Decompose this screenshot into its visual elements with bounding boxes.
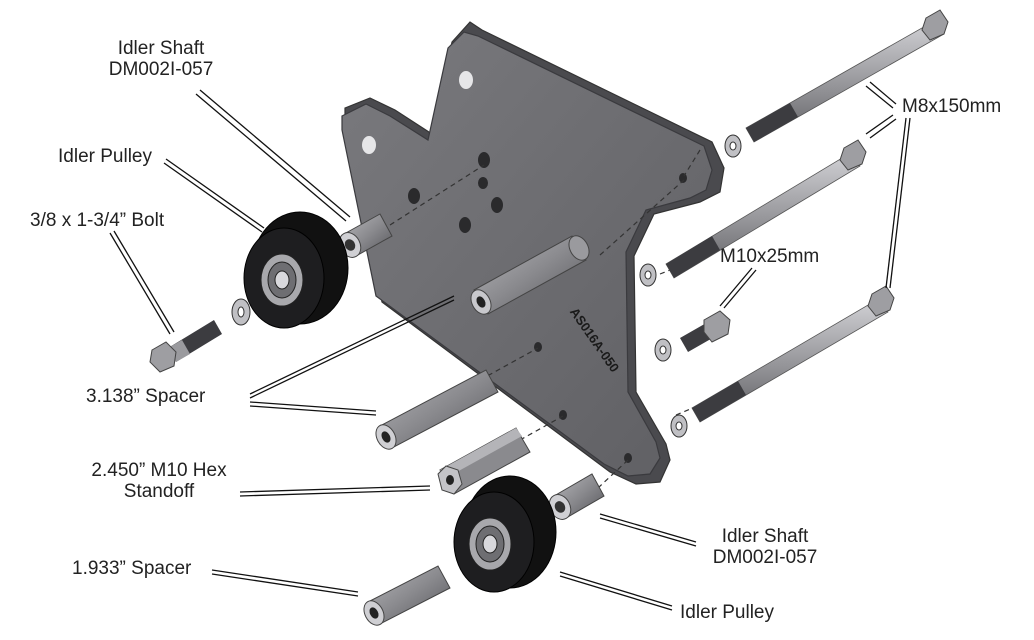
idler-shaft-top-label: Idler Shaft DM002I-057 bbox=[96, 38, 226, 80]
standoff-label-line2: Standoff bbox=[123, 481, 195, 502]
spacer-3138-label: 3.138” Spacer bbox=[86, 386, 206, 407]
spacer-on-plate bbox=[470, 235, 590, 315]
idler-shaft-bottom-label-part: DM002I-057 bbox=[712, 547, 818, 568]
m10x25-label: M10x25mm bbox=[720, 246, 820, 267]
idler-pulley-top-label: Idler Pulley bbox=[58, 146, 152, 167]
idler-pulley-bottom-label: Idler Pulley bbox=[680, 602, 774, 623]
spacer-1933-label: 1.933” Spacer bbox=[72, 558, 192, 579]
washers bbox=[231, 134, 742, 438]
spacer-3138-loose bbox=[375, 369, 499, 450]
leader-lines bbox=[109, 81, 911, 611]
idler-shaft-bottom bbox=[548, 473, 605, 520]
m8x150-bolts bbox=[665, 9, 949, 423]
idler-pulley-top bbox=[243, 211, 349, 329]
idler-shaft-top bbox=[338, 213, 393, 258]
bolt-3-8 bbox=[149, 320, 222, 373]
spacer-1933 bbox=[363, 565, 451, 626]
standoff-label-line1: 2.450” M10 Hex bbox=[91, 460, 227, 481]
idler-pulley-bottom bbox=[453, 475, 557, 593]
idler-shaft-top-label-part: DM002I-057 bbox=[108, 59, 214, 80]
hex-standoff bbox=[437, 427, 531, 495]
idler-shaft-bottom-label: Idler Shaft DM002I-057 bbox=[700, 526, 830, 568]
idler-shaft-bottom-label-name: Idler Shaft bbox=[721, 526, 809, 547]
mounting-plate bbox=[341, 21, 725, 485]
standoff-label: 2.450” M10 Hex Standoff bbox=[64, 460, 254, 502]
m8x150-label: M8x150mm bbox=[902, 96, 1002, 117]
bolt-label: 3/8 x 1-3/4” Bolt bbox=[30, 210, 165, 231]
m10x25-bolt bbox=[680, 310, 731, 352]
idler-shaft-top-label-name: Idler Shaft bbox=[117, 38, 205, 59]
